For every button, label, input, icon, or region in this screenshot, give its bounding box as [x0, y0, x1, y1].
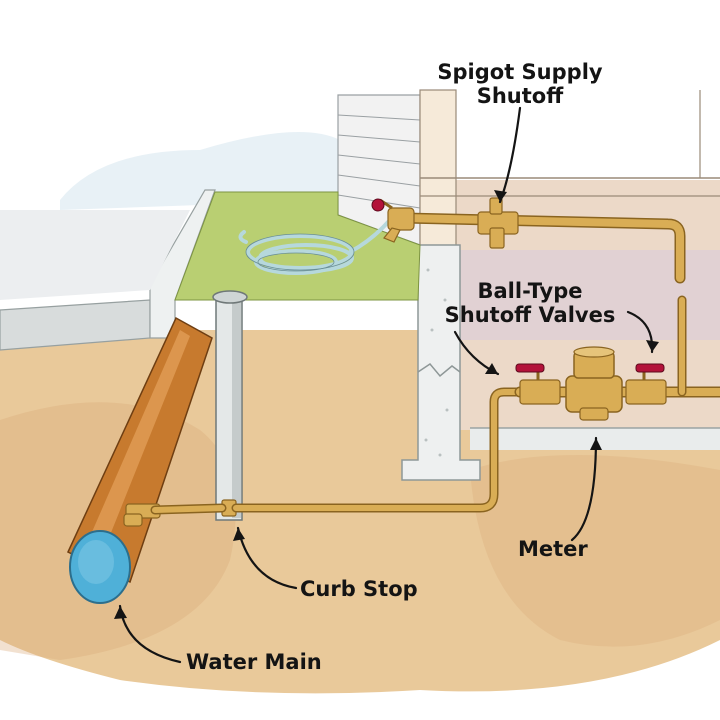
spigot-handle [371, 198, 385, 212]
service-line [150, 387, 525, 515]
road-surface [0, 210, 190, 300]
curb-stop-cap [212, 290, 248, 304]
label-ball-type-shutoff-valves: Ball-Type Shutoff Valves [430, 279, 630, 327]
spigot-supply-line [398, 212, 686, 284]
label-meter: Meter [518, 537, 588, 561]
wall-post [419, 89, 457, 251]
foundation-wall [401, 244, 481, 481]
callout-arrowheads [114, 190, 659, 619]
label-spigot-line2: Shutoff [476, 84, 564, 108]
ball-valve-right [625, 363, 667, 405]
curb-stop-box-shade [232, 300, 241, 518]
label-ball-line1: Ball-Type [477, 279, 583, 303]
soil-shading-right [470, 455, 720, 647]
foundation-texture [424, 268, 449, 457]
water-meter [565, 346, 623, 421]
label-water-main: Water Main [186, 650, 322, 674]
garden-hose-outline [245, 233, 355, 272]
arrow-meter [570, 436, 598, 542]
label-spigot-supply-shutoff: Spigot Supply Shutoff [408, 60, 632, 108]
water-main-highlight [85, 330, 190, 560]
ball-valve-left [515, 363, 561, 405]
label-spigot-line1: Spigot Supply [437, 60, 603, 84]
sky-wash [60, 132, 340, 210]
label-ball-line2: Shutoff Valves [444, 303, 616, 327]
label-curb-stop: Curb Stop [300, 577, 418, 601]
water-main-inner [78, 540, 114, 584]
spigot-shutoff-valve [477, 197, 519, 249]
outdoor-spigot [379, 198, 415, 243]
foundation-break [417, 363, 461, 378]
